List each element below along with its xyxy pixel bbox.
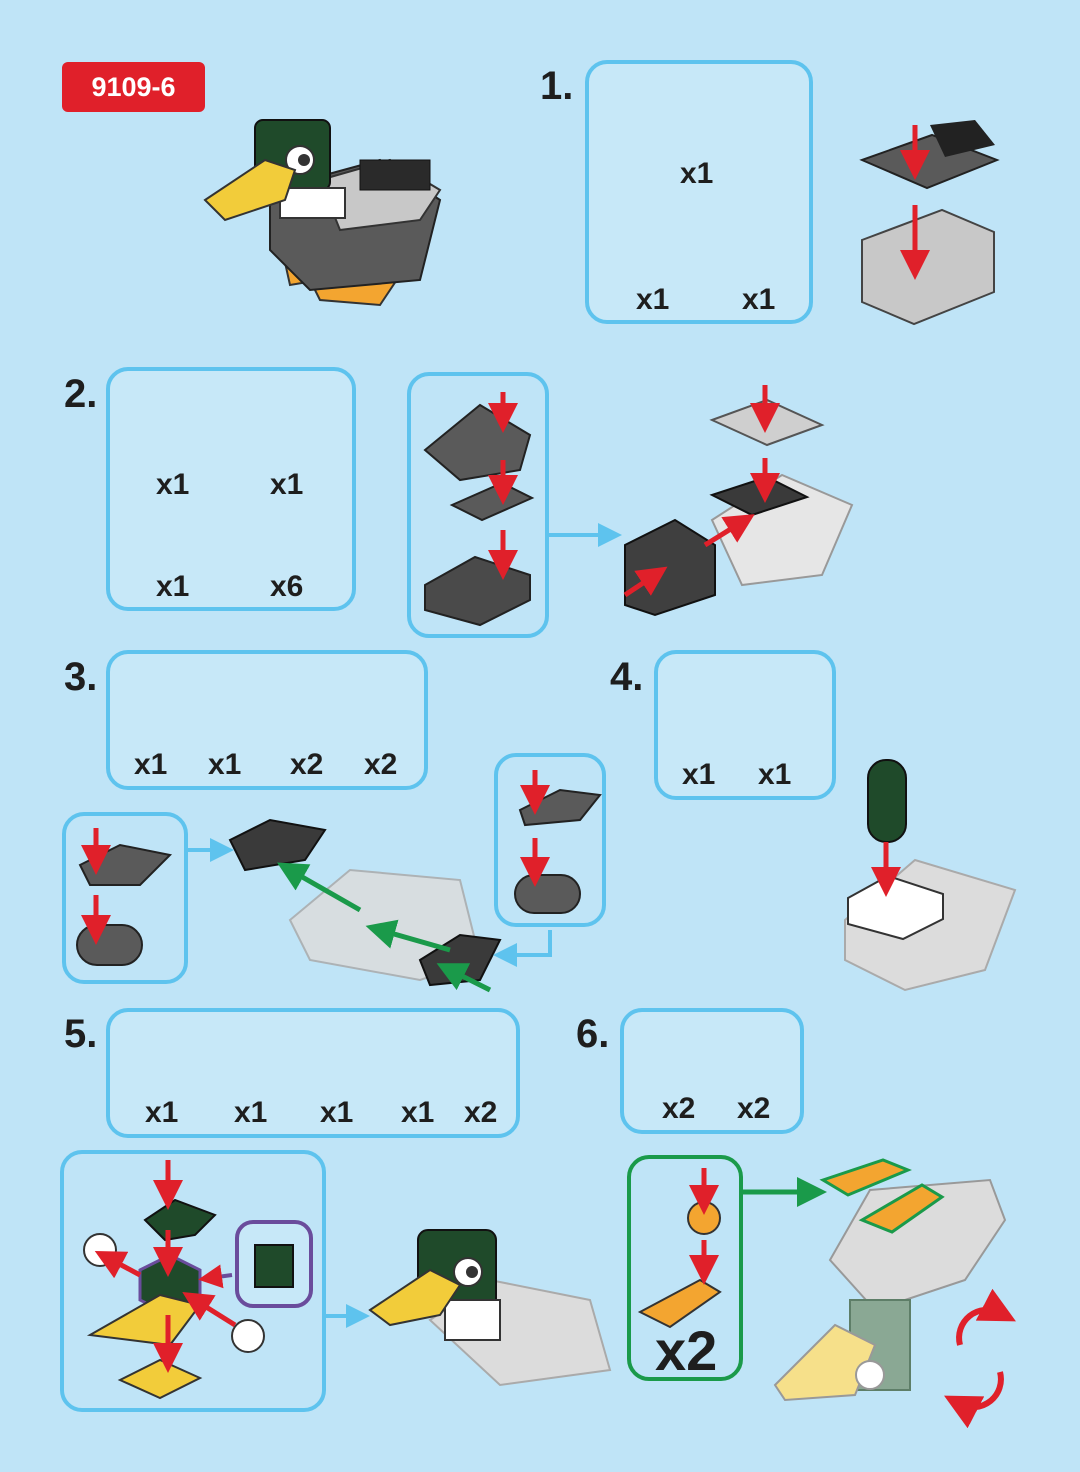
step-number-4: 4. (610, 655, 644, 699)
step2-qty-plate: x1 (156, 570, 190, 603)
step5-subassembly-box (60, 1150, 326, 1412)
step6-parts-box (620, 1008, 804, 1134)
step3-left-subassembly-box (62, 812, 188, 984)
step6-qty-flipper: x2 (662, 1092, 696, 1125)
step2-qty-curve-dark: x1 (270, 468, 304, 501)
step3-qty-tile: x2 (364, 748, 398, 781)
step-number-6: 6. (576, 1012, 610, 1056)
rotate-icon (944, 1288, 1016, 1429)
step-number-3: 3. (64, 655, 98, 699)
step3-parts-box (106, 650, 428, 790)
step3-assembly (76, 770, 602, 993)
step-number-1: 1. (540, 64, 574, 108)
step5-parts-box (106, 1008, 520, 1138)
step5-qty-green-brick: x1 (401, 1096, 435, 1129)
step4-parts-box (654, 650, 836, 800)
step2-subassembly (423, 385, 854, 627)
step1-qty-slope: x1 (680, 157, 714, 190)
step6-repeat-count: x2 (655, 1319, 718, 1382)
step4-qty-cylinder: x1 (682, 758, 716, 791)
step2-qty-curve-light: x1 (156, 468, 190, 501)
step2-parts-box (106, 367, 356, 611)
step6-qty-round: x2 (737, 1092, 771, 1125)
step5-qty-green-curve: x1 (320, 1096, 354, 1129)
finished-duck (203, 119, 442, 307)
step1-qty-teeth: x1 (742, 283, 776, 316)
step3-qty-wedge-b: x1 (208, 748, 242, 781)
step3-right-subassembly-box (494, 753, 606, 927)
step6-repeat-box (627, 1155, 743, 1381)
step5-qty-yellow-curve: x1 (234, 1096, 268, 1129)
step5-qty-eye: x2 (464, 1096, 498, 1129)
step1-qty-plate: x1 (636, 283, 670, 316)
step3-qty-wedge-a: x1 (134, 748, 168, 781)
step5-assembly (83, 1160, 612, 1400)
step-number-5: 5. (64, 1012, 98, 1056)
step-number-2: 2. (64, 372, 98, 416)
step6-assembly (637, 1158, 1007, 1402)
step2-qty-clip: x6 (270, 570, 304, 603)
model-code-badge: 9109-6 (62, 62, 205, 112)
step1-result (859, 120, 1000, 326)
step2-subassembly-box (407, 372, 549, 638)
step1-parts-box (585, 60, 813, 324)
step4-qty-jumper: x1 (758, 758, 792, 791)
step3-qty-round: x2 (290, 748, 324, 781)
step5-qty-yellow-plate: x1 (145, 1096, 179, 1129)
